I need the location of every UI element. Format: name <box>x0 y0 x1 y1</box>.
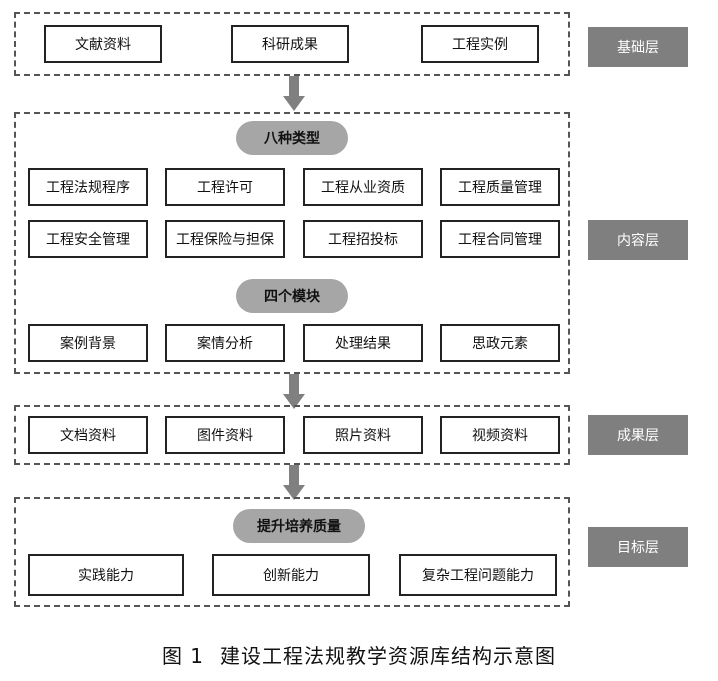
tag-foundation-layer: 基础层 <box>588 27 688 67</box>
type-item-7: 工程招投标 <box>303 220 423 258</box>
arrow-down-1 <box>283 76 305 111</box>
output-layer <box>14 405 570 465</box>
type-item-6: 工程保险与担保 <box>165 220 285 258</box>
module-item-background: 案例背景 <box>28 324 148 362</box>
content-layer <box>14 112 570 374</box>
type-item-4: 工程质量管理 <box>440 168 560 206</box>
output-item-documents: 文档资料 <box>28 416 148 454</box>
tag-goal-layer: 目标层 <box>588 527 688 567</box>
figure-number: 图 1 <box>161 644 205 668</box>
goal-layer <box>14 497 570 607</box>
type-item-3: 工程从业资质 <box>303 168 423 206</box>
goal-item-practice: 实践能力 <box>28 554 184 596</box>
foundation-item-literature: 文献资料 <box>44 25 162 63</box>
figure-title: 建设工程法规教学资源库结构示意图 <box>220 644 557 668</box>
modules-heading-pill: 四个模块 <box>236 279 348 313</box>
type-item-2: 工程许可 <box>165 168 285 206</box>
output-item-drawings: 图件资料 <box>165 416 285 454</box>
type-item-8: 工程合同管理 <box>440 220 560 258</box>
type-item-5: 工程安全管理 <box>28 220 148 258</box>
output-item-videos: 视频资料 <box>440 416 560 454</box>
tag-output-layer: 成果层 <box>588 415 688 455</box>
module-item-analysis: 案情分析 <box>165 324 285 362</box>
module-item-result: 处理结果 <box>303 324 423 362</box>
goal-item-complex-problems: 复杂工程问题能力 <box>399 554 557 596</box>
module-item-ideology: 思政元素 <box>440 324 560 362</box>
arrow-down-3 <box>283 465 305 500</box>
type-item-1: 工程法规程序 <box>28 168 148 206</box>
foundation-item-cases: 工程实例 <box>421 25 539 63</box>
goal-heading-pill: 提升培养质量 <box>233 509 365 543</box>
foundation-item-research: 科研成果 <box>231 25 349 63</box>
output-item-photos: 照片资料 <box>303 416 423 454</box>
goal-item-innovation: 创新能力 <box>212 554 370 596</box>
tag-content-layer: 内容层 <box>588 220 688 260</box>
figure-caption: 图 1 建设工程法规教学资源库结构示意图 <box>0 640 718 669</box>
types-heading-pill: 八种类型 <box>236 121 348 155</box>
arrow-down-2 <box>283 374 305 409</box>
foundation-layer <box>14 12 570 76</box>
